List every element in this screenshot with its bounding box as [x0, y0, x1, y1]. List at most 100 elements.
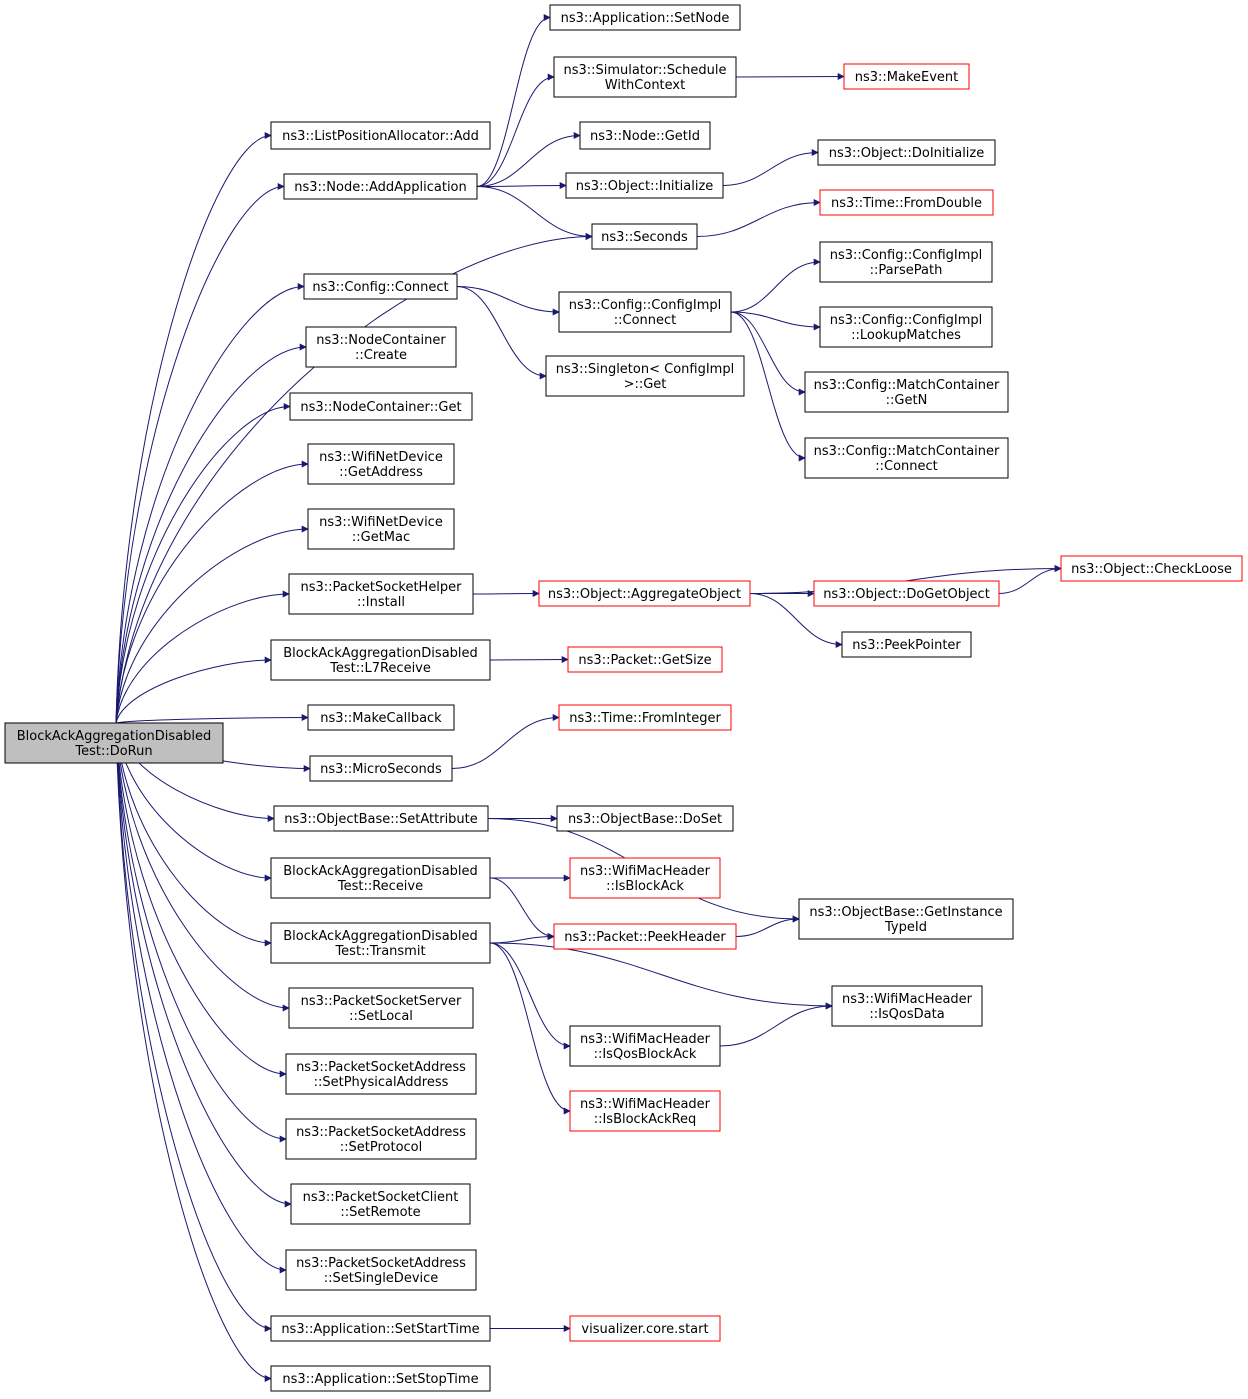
node-l7receive[interactable]: BlockAckAggregationDisabledTest::L7Recei… — [270, 639, 491, 681]
node-box — [283, 173, 478, 200]
node-transmit[interactable]: BlockAckAggregationDisabledTest::Transmi… — [270, 922, 491, 964]
node-listpos_add[interactable]: ns3::ListPositionAllocator::Add — [270, 121, 491, 150]
node-box — [285, 1118, 477, 1160]
node-wmh_isqosdata[interactable]: ns3::WifiMacHeader::IsQosData — [831, 985, 983, 1027]
node-label-line: ::IsQosBlockAck — [594, 1047, 697, 1062]
node-app_setnode[interactable]: ns3::Application::SetNode — [549, 4, 741, 31]
node-config_connect[interactable]: ns3::Config::Connect — [303, 273, 458, 300]
edge-root-to-pktaddr_setphys — [115, 722, 287, 1078]
node-label-line: ns3::Config::ConfigImpl — [830, 313, 983, 328]
edge-node_addapp-to-sim_schedule — [476, 73, 555, 187]
node-box — [558, 704, 732, 731]
node-pktclient_setremote[interactable]: ns3::PacketSocketClient::SetRemote — [290, 1183, 471, 1225]
edge-root-to-l7receive — [115, 656, 272, 724]
node-wmh_isblockackreq[interactable]: ns3::WifiMacHeader::IsBlockAckReq — [569, 1090, 721, 1132]
node-label-line: ns3::Config::MatchContainer — [814, 444, 1000, 459]
edge-node_addapp-to-obj_initialize — [476, 182, 567, 190]
node-obj_dogetobject[interactable]: ns3::Object::DoGetObject — [813, 580, 1000, 607]
node-singleton_get[interactable]: ns3::Singleton< ConfigImpl>::Get — [545, 355, 745, 397]
node-pktaddr_setproto[interactable]: ns3::PacketSocketAddress::SetProtocol — [285, 1118, 477, 1160]
node-cfgimpl_lookup[interactable]: ns3::Config::ConfigImpl::LookupMatches — [819, 306, 993, 348]
node-box — [4, 722, 224, 764]
node-peekpointer[interactable]: ns3::PeekPointer — [841, 631, 972, 658]
node-label-line: ns3::Node::AddApplication — [294, 180, 467, 195]
node-match_connect[interactable]: ns3::Config::MatchContainer::Connect — [804, 437, 1009, 479]
node-label-line: ::SetLocal — [349, 1009, 413, 1024]
node-wmh_isqosblockack[interactable]: ns3::WifiMacHeader::IsQosBlockAck — [569, 1025, 721, 1067]
node-box — [831, 985, 983, 1027]
node-label-line: ns3::Simulator::Schedule — [563, 63, 726, 78]
node-app_setstart[interactable]: ns3::Application::SetStartTime — [270, 1315, 491, 1342]
node-box — [303, 273, 458, 300]
node-wmh_isblockack[interactable]: ns3::WifiMacHeader::IsBlockAck — [569, 857, 721, 899]
node-label-line: >::Get — [624, 377, 667, 392]
node-obj_doinitialize[interactable]: ns3::Object::DoInitialize — [817, 139, 996, 166]
node-pkt_getsize[interactable]: ns3::Packet::GetSize — [567, 646, 723, 673]
edge-root-to-pktclient_setremote — [115, 722, 292, 1208]
node-label-line: ns3::Object::DoInitialize — [829, 146, 985, 161]
edge-transmit-to-wmh_isqosdata — [489, 942, 833, 1010]
node-app_setstop[interactable]: ns3::Application::SetStopTime — [270, 1365, 491, 1392]
node-cfgimpl_connect[interactable]: ns3::Config::ConfigImpl::Connect — [558, 291, 732, 333]
node-viz_start[interactable]: visualizer.core.start — [569, 1315, 721, 1342]
node-box — [569, 857, 721, 899]
edge-obj_dogetobject-to-obj_checkloose — [998, 565, 1062, 594]
node-wifi_getaddr[interactable]: ns3::WifiNetDevice::GetAddress — [307, 443, 455, 485]
node-label-line: visualizer.core.start — [581, 1322, 708, 1337]
node-pkthelper_install[interactable]: ns3::PacketSocketHelper::Install — [288, 573, 474, 615]
nodes-layer: BlockAckAggregationDisabledTest::DoRunns… — [4, 4, 1243, 1392]
node-makeevent[interactable]: ns3::MakeEvent — [843, 63, 970, 90]
node-obj_initialize[interactable]: ns3::Object::Initialize — [565, 172, 724, 199]
node-obj_checkloose[interactable]: ns3::Object::CheckLoose — [1060, 555, 1243, 582]
node-node_getid[interactable]: ns3::Node::GetId — [579, 121, 711, 150]
node-match_getn[interactable]: ns3::Config::MatchContainer::GetN — [804, 371, 1009, 413]
edge-root-to-node_addapp — [115, 183, 285, 724]
edge-root-to-pktaddr_setsingle — [115, 722, 287, 1274]
node-box — [290, 1183, 471, 1225]
edge-receive-to-pkt_peekheader — [489, 877, 555, 940]
node-label-line: ns3::Config::MatchContainer — [814, 378, 1000, 393]
node-box — [569, 1090, 721, 1132]
edge-aggregateobject-to-peekpointer — [749, 593, 843, 648]
node-label-line: Test::L7Receive — [329, 661, 431, 676]
node-time_frominteger[interactable]: ns3::Time::FromInteger — [558, 704, 732, 731]
node-aggregateobject[interactable]: ns3::Object::AggregateObject — [538, 580, 751, 607]
node-label-line: ::IsBlockAckReq — [594, 1112, 697, 1127]
node-box — [270, 121, 491, 150]
edge-root-to-pktaddr_setproto — [115, 722, 287, 1143]
node-time_fromdouble[interactable]: ns3::Time::FromDouble — [819, 189, 994, 216]
node-setattribute[interactable]: ns3::ObjectBase::SetAttribute — [273, 805, 489, 832]
node-label-line: WithContext — [605, 78, 685, 93]
node-label-line: ns3::Object::DoGetObject — [823, 587, 990, 602]
node-pktserver_setlocal[interactable]: ns3::PacketSocketServer::SetLocal — [288, 987, 474, 1029]
node-microseconds[interactable]: ns3::MicroSeconds — [309, 755, 453, 782]
node-label-line: ns3::MicroSeconds — [320, 762, 442, 777]
edge-root-to-makecallback — [115, 714, 309, 724]
node-label-line: ns3::ObjectBase::SetAttribute — [284, 812, 478, 827]
node-box — [843, 63, 970, 90]
node-label-line: ns3::PacketSocketClient — [303, 1190, 459, 1205]
node-pktaddr_setphys[interactable]: ns3::PacketSocketAddress::SetPhysicalAdd… — [285, 1053, 477, 1095]
node-objbase_doset[interactable]: ns3::ObjectBase::DoSet — [556, 805, 734, 832]
node-label-line: ns3::NodeContainer::Get — [300, 400, 461, 415]
node-cfgimpl_parsepath[interactable]: ns3::Config::ConfigImpl::ParsePath — [819, 241, 993, 283]
node-pktaddr_setsingle[interactable]: ns3::PacketSocketAddress::SetSingleDevic… — [285, 1249, 477, 1291]
node-node_addapp[interactable]: ns3::Node::AddApplication — [283, 173, 478, 200]
node-nodecont_get[interactable]: ns3::NodeContainer::Get — [289, 392, 473, 421]
node-box — [289, 392, 473, 421]
node-pkt_peekheader[interactable]: ns3::Packet::PeekHeader — [553, 923, 737, 950]
node-label-line: ::SetSingleDevice — [324, 1271, 439, 1286]
node-makecallback[interactable]: ns3::MakeCallback — [307, 704, 455, 731]
node-box — [569, 1025, 721, 1067]
node-wifi_getmac[interactable]: ns3::WifiNetDevice::GetMac — [307, 508, 455, 550]
node-label-line: Test::DoRun — [74, 744, 152, 759]
node-box — [804, 437, 1009, 479]
node-nodecont_create[interactable]: ns3::NodeContainer::Create — [305, 326, 457, 368]
node-label-line: BlockAckAggregationDisabled — [283, 864, 478, 879]
node-seconds[interactable]: ns3::Seconds — [591, 223, 698, 250]
node-box — [813, 580, 1000, 607]
